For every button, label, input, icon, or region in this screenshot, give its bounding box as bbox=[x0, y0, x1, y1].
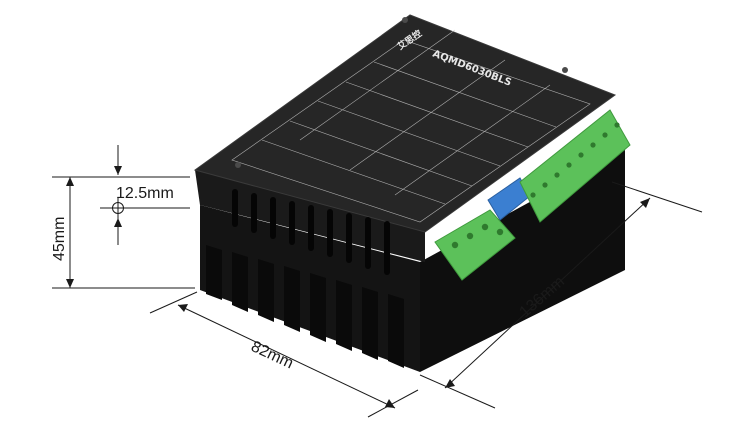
vent-slots bbox=[232, 189, 390, 275]
terminal-block-signal bbox=[519, 109, 631, 223]
dim-offset-label: 12.5mm bbox=[116, 185, 174, 202]
silkscreen-table bbox=[231, 29, 591, 223]
motor-driver: 艾思控 AQMD6030BLS bbox=[193, 14, 631, 372]
terminal-block-power bbox=[434, 209, 516, 281]
dim-height-label: 45mm bbox=[51, 217, 68, 261]
top-panel bbox=[193, 14, 617, 233]
dim-width-label: 82mm bbox=[248, 338, 295, 372]
dimension-annotations bbox=[52, 145, 703, 418]
heatsink-fins bbox=[206, 245, 404, 368]
